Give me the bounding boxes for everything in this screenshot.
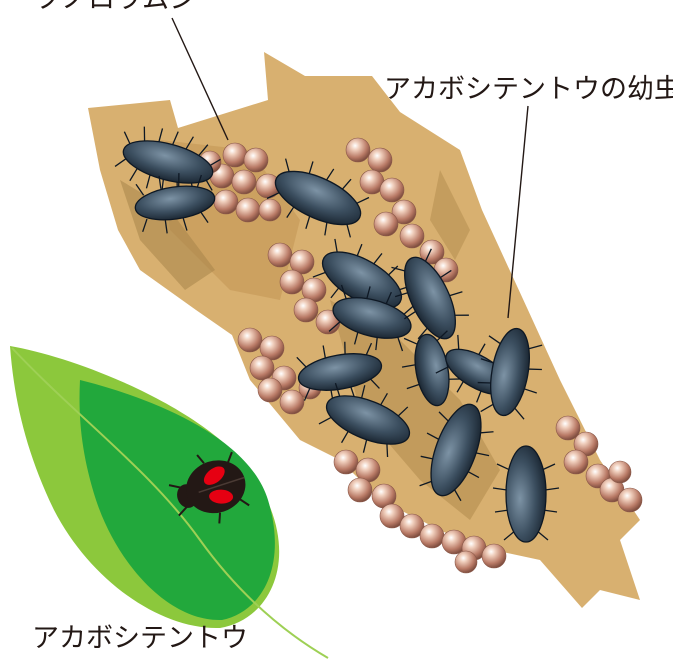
ladybird-label: アカボシテントウ [32, 625, 248, 652]
larva-callout-line [508, 106, 528, 318]
scale-insect-label: ツノロウムシ [34, 0, 196, 13]
larva-label: アカボシテントウの幼虫 [384, 76, 673, 103]
